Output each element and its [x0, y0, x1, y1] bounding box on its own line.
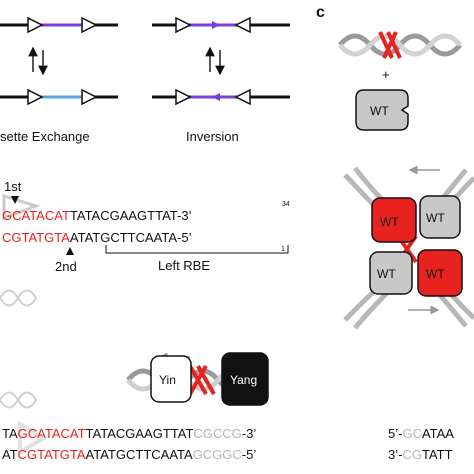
- wt-tetramer-complex: WT WT WT WT: [343, 165, 474, 330]
- wt-label: WT: [370, 104, 389, 118]
- red-target-site: [378, 31, 402, 59]
- seq2-top-strand: TAGCATACATTATACGAAGTTATCGCCG-3’: [2, 426, 256, 441]
- wt-label: WT: [426, 211, 445, 225]
- seq1-top-strand: GCATACATTATACGAAGTTAT-3’: [2, 208, 192, 223]
- red-dna-site: [188, 365, 216, 395]
- recombination-site-icon: [175, 16, 192, 34]
- recombination-site-icon: [27, 16, 44, 34]
- yin-yang-complex: Yin Yang: [126, 352, 269, 406]
- recombination-site-icon: [81, 16, 98, 34]
- seq1-position-1: 1: [281, 246, 285, 253]
- left-rbe-label: Left RBE: [158, 258, 210, 273]
- plus-sign: +: [382, 67, 390, 82]
- panel-c-label: c: [316, 4, 325, 21]
- wt-label: WT: [377, 267, 396, 281]
- recombination-site-icon: [175, 88, 192, 106]
- cassette-exchange-caption: sette Exchange: [0, 129, 90, 144]
- wt-label: WT: [426, 267, 445, 281]
- wt-subunit-red: [371, 197, 417, 243]
- sequence-block-2: TAGCATACATTATACGAAGTTATCGCCG-3’ ATCGTATG…: [2, 426, 256, 462]
- cassette-exchange-diagram: sette Exchange: [0, 16, 118, 144]
- wt-monomer: WT: [355, 89, 409, 131]
- seq1-position-34: 34: [282, 201, 290, 208]
- panel-c-bottom-strand: 3’-CGTATT: [388, 447, 453, 462]
- inversion-caption: Inversion: [186, 129, 239, 144]
- orientation-arrow-icon: [212, 93, 220, 101]
- panel-c-sequence: 5’-GCATAA 3’-CGTATT: [388, 426, 454, 462]
- faint-dna-helix-left: [0, 289, 37, 307]
- wt-subunit-gray: [369, 251, 413, 295]
- seq2-bottom-strand: ATCGTATGTAATATGCTTCAATAGCGGC-5’: [2, 447, 256, 462]
- yin-subunit: [150, 355, 192, 403]
- wt-subunit-gray: [419, 195, 461, 239]
- yang-label: Yang: [230, 373, 257, 387]
- sequence-block-1: 1st GCATACATTATACGAAGTTAT-3’ 34 CGTATGTA…: [2, 179, 290, 274]
- recombination-site-icon: [234, 88, 251, 106]
- faint-dna-helix-bottom-left: [0, 391, 48, 456]
- rbe-bracket: [105, 245, 289, 254]
- second-cleavage-marker-icon: [66, 247, 74, 255]
- first-cleavage-label: 1st: [4, 179, 22, 194]
- panel-c-top-strand: 5’-GCATAA: [388, 426, 454, 441]
- yang-subunit: [221, 352, 269, 406]
- panel-c-dna: [338, 31, 462, 59]
- seq1-bottom-strand: CGTATGTAATATGCTTCAATA-5’: [2, 230, 192, 245]
- first-cleavage-marker-icon: [11, 196, 19, 204]
- inversion-diagram: Inversion: [152, 16, 290, 144]
- orientation-arrow-icon: [212, 21, 220, 29]
- recombination-site-icon: [234, 16, 251, 34]
- recombination-site-icon: [81, 88, 98, 106]
- second-cleavage-label: 2nd: [55, 259, 77, 274]
- recombination-site-icon: [27, 88, 44, 106]
- site-triangle-icon: [2, 193, 41, 221]
- wt-subunit-red: [417, 249, 463, 297]
- wt-label: WT: [380, 215, 399, 229]
- yin-label: Yin: [159, 373, 176, 387]
